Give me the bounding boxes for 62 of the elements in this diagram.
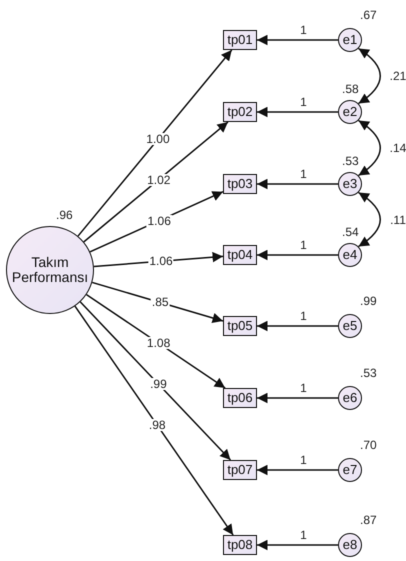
edge-label: .11 — [389, 214, 406, 226]
variance-value: .96 — [56, 208, 73, 222]
edge-label: 1.08 — [146, 337, 172, 350]
arrow — [77, 50, 232, 237]
arrow — [86, 294, 226, 389]
variance-value: .70 — [360, 438, 377, 452]
observed-variable-box: tp05 — [223, 316, 257, 336]
observed-variable-box: tp08 — [223, 535, 257, 555]
arrow — [92, 282, 224, 324]
error-term-circle: e3 — [338, 172, 362, 196]
arrow — [80, 301, 232, 461]
arrow — [257, 540, 338, 550]
error-term-circle: e5 — [338, 314, 362, 338]
observed-variable-box: tp01 — [223, 30, 257, 50]
error-term-circle: e1 — [338, 28, 362, 52]
edge-label: 1 — [299, 96, 308, 108]
variance-value: .54 — [342, 225, 359, 239]
curved-arrow — [358, 120, 381, 176]
error-term-circle: e8 — [338, 533, 362, 557]
edge-label: 1.00 — [145, 133, 171, 146]
edge-label: .14 — [388, 142, 406, 154]
edge-label: 1 — [299, 168, 308, 180]
edge-label: .85 — [150, 296, 170, 308]
edge-label: .98 — [148, 419, 167, 432]
variance-value: .53 — [342, 154, 359, 168]
curved-arrow — [358, 48, 381, 104]
observed-variable-box: tp02 — [223, 102, 257, 122]
arrow — [257, 106, 338, 118]
edge-label: 1 — [299, 239, 308, 251]
error-term-circle: e7 — [338, 458, 362, 482]
arrow — [257, 464, 338, 476]
variance-value: .58 — [342, 82, 359, 96]
curved-arrow — [358, 192, 381, 248]
variance-value: .87 — [360, 513, 377, 527]
variance-value: .99 — [360, 294, 377, 308]
edge-label: 1.06 — [148, 255, 174, 268]
edge-label: 1 — [299, 24, 308, 36]
edge-label: 1 — [299, 310, 308, 322]
arrow — [257, 34, 338, 46]
error-term-circle: e2 — [338, 100, 362, 124]
edge-label: 1 — [299, 382, 308, 394]
edge-label: 1 — [299, 529, 308, 541]
arrow — [257, 392, 338, 404]
edge-label: 1 — [299, 454, 308, 466]
error-term-circle: e4 — [338, 243, 362, 267]
arrow — [257, 250, 338, 260]
observed-variable-box: tp03 — [223, 174, 257, 194]
error-term-circle: e6 — [338, 386, 362, 410]
variance-value: .67 — [360, 8, 377, 22]
arrow — [83, 121, 228, 242]
arrow — [257, 320, 338, 332]
observed-variable-box: tp06 — [223, 388, 257, 408]
edge-label: .99 — [149, 378, 168, 390]
edge-label: 1.06 — [146, 214, 172, 227]
edge-label: 1.02 — [146, 174, 172, 186]
edge-label: .21 — [388, 70, 406, 82]
arrow — [257, 178, 338, 190]
arrow — [74, 306, 234, 536]
observed-variable-box: tp07 — [223, 460, 257, 480]
variance-value: .53 — [360, 366, 377, 380]
observed-variable-box: tp04 — [223, 245, 257, 265]
latent-variable-circle: Takım Performansı — [6, 226, 94, 314]
